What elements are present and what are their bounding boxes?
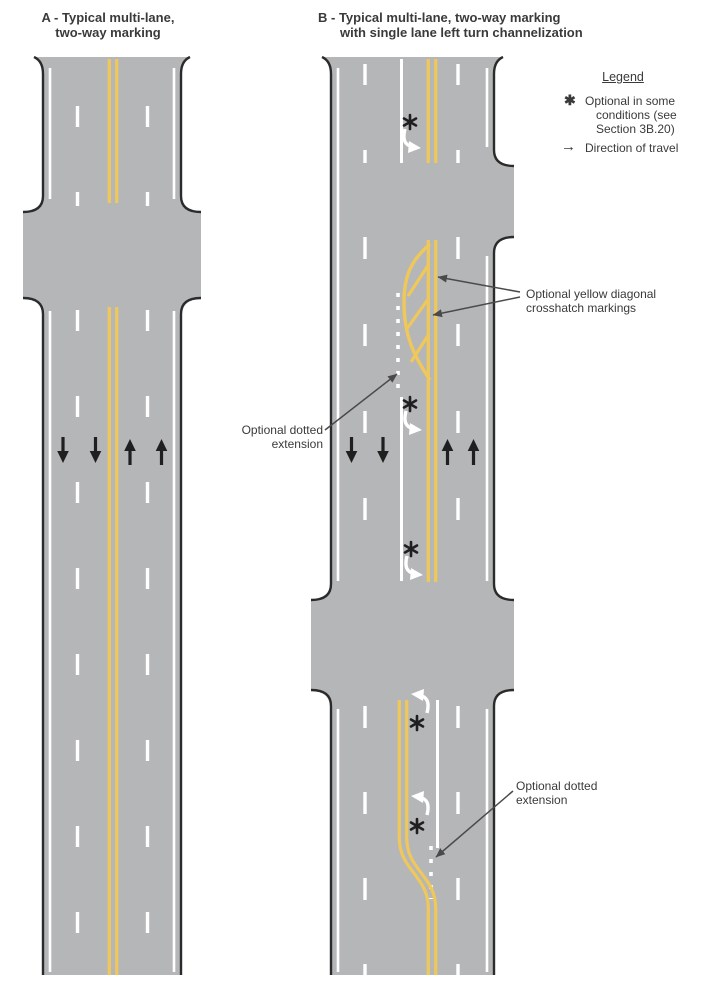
legend-item-direction: Direction of travel [585, 141, 679, 155]
dotted-left-leader [324, 373, 398, 431]
direction-arrow-icon: → [561, 138, 576, 155]
road-b-double-yellow-bottom [397, 700, 438, 975]
panel-a-title: A - Typical multi-lane, two-way marking [26, 10, 190, 40]
dotted-extension-annotation-left: Optional dotted extension [241, 423, 323, 451]
island-crosshatch-markings [404, 263, 431, 363]
annotation-leaders [324, 274, 521, 858]
crosshatch-leader-lower [432, 296, 521, 318]
crosshatch-annotation: Optional yellow diagonal crosshatch mark… [526, 287, 657, 315]
road-a-right-edge [179, 55, 202, 975]
road-a [22, 55, 202, 975]
panel-a-title-line1: A - Typical multi-lane, [41, 10, 175, 25]
panel-b-title-line2: with single lane left turn channelizatio… [340, 25, 583, 40]
road-b [310, 55, 515, 975]
panel-b-title: B - Typical multi-lane, two-way marking … [318, 10, 658, 40]
road-a-surface [23, 57, 201, 975]
road-b-double-yellow-mid [426, 240, 438, 582]
asterisk-icon: ✱ [564, 92, 576, 108]
legend-heading: Legend [602, 70, 644, 84]
road-b-turn-lane-lines [400, 59, 439, 848]
channelizing-island-outline [402, 242, 432, 381]
road-a-white-edge-lines [48, 68, 176, 972]
road-a-left-edge [22, 55, 45, 975]
road-b-white-edge-lines [336, 68, 489, 972]
road-b-right-edge [492, 55, 515, 975]
road-b-double-yellow-top [426, 59, 438, 163]
dotted-extension-annotation-right: Optional dotted extension [516, 779, 598, 807]
panel-b-title-line1: B - Typical multi-lane, two-way marking [318, 10, 561, 25]
road-a-double-yellow-centerline [107, 59, 119, 975]
dotted-right-leader [435, 790, 514, 858]
panel-a-title-line2: two-way marking [55, 25, 161, 40]
legend-item-optional: Optional in some conditions (see Section… [585, 94, 677, 136]
road-b-surface [311, 57, 514, 975]
road-b-left-edge [310, 55, 333, 975]
crosshatch-leader-upper [437, 274, 521, 293]
road-b-lane-dashes-top [363, 64, 460, 163]
